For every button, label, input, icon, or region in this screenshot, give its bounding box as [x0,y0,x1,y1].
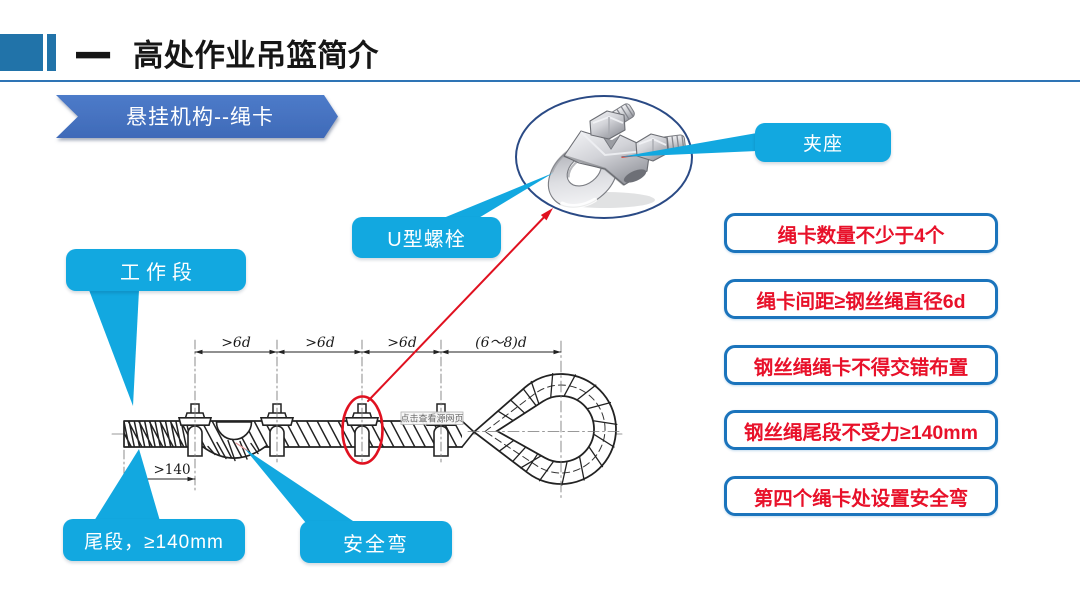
rope-hatching [124,421,462,459]
banner-shape [56,95,338,138]
callout-u-bolt-label: U型螺栓 [387,229,466,251]
rule-2-text: 绳卡间距≥钢丝绳直径6d [756,290,966,313]
red-arrow-line [367,211,550,402]
watermark: 点击查看源网页 [400,411,464,425]
rule-box-2: 绳卡间距≥钢丝绳直径6d [724,279,998,319]
dim-label-4: (6～8)d [475,335,527,351]
callout-working-segment-label: 工作段 [120,261,198,284]
rule-4-text: 钢丝绳尾段不受力≥140mm [744,421,978,444]
jiazuo-tail [620,133,757,157]
dimension-top: >6d >6d >6d (6～8)d [194,335,562,355]
rule-1-text: 绳卡数量不少于4个 [777,224,945,247]
red-arrow-head [540,208,553,221]
work-tail [89,290,139,406]
callout-clamp-seat: 夹座 [755,123,891,162]
rule-3-text: 钢丝绳绳卡不得交错布置 [753,356,969,379]
dim-label-2: >6d [305,335,335,351]
clip-photo-nut-top [589,110,626,140]
rope-wedge [462,421,474,447]
tail-tail [94,449,160,521]
callout-safety-bend: 安全弯 [300,521,452,563]
banner-label: 悬挂机构--绳卡 [126,106,274,129]
dim-label-1: >6d [221,335,251,351]
dim-label-tail: >140 [153,462,190,478]
header-accent-square [0,34,43,71]
page-title: 高处作业吊篮简介 [133,39,379,73]
thimble-drawing [467,340,623,502]
watermark-text: 点击查看源网页 [400,413,463,424]
callout-tail-segment-label: 尾段，≥140mm [84,531,224,553]
callout-tails [89,133,757,523]
wire-rope-diagram: >6d >6d >6d (6～8)d >140 点击查看源网页 [111,142,757,502]
rope-outline [123,420,463,448]
callout-tail-segment: 尾段，≥140mm [63,519,245,561]
rope-clip-3 [344,339,380,463]
section-index: 一 [75,37,111,77]
callout-u-bolt: U型螺栓 [352,217,501,258]
ubolt-tail [441,173,553,219]
safety-bend-drawing [201,421,267,462]
title-underline [0,80,1080,83]
highlight-ellipse [341,395,384,465]
rule-box-5: 第四个绳卡处设置安全弯 [724,476,998,516]
clip-photo-saddle [563,130,651,186]
bend-tail [245,449,356,523]
callout-clamp-seat-label: 夹座 [802,134,843,155]
rule-5-text: 第四个绳卡处设置安全弯 [753,487,969,510]
rope-clip-2 [259,339,295,463]
dim-label-3: >6d [387,335,417,351]
callout-working-segment: 工作段 [66,249,246,291]
rope-clip-1 [177,339,213,493]
rule-box-3: 钢丝绳绳卡不得交错布置 [724,345,998,385]
rule-box-1: 绳卡数量不少于4个 [724,213,998,253]
wire-rope-clip-photo [515,95,693,219]
section-banner: 悬挂机构--绳卡 [56,95,338,138]
callout-safety-bend-label: 安全弯 [343,533,409,556]
rule-box-4: 钢丝绳尾段不受力≥140mm [724,410,998,450]
header-accent-bar [47,34,56,71]
